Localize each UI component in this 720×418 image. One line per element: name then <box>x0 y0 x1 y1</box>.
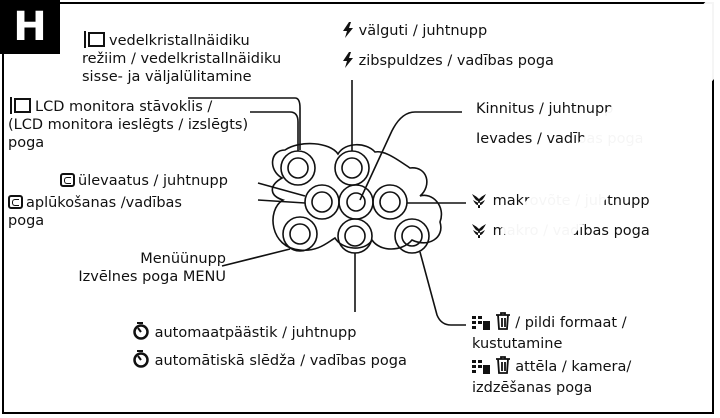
menu-button[interactable] <box>282 216 318 252</box>
lcd-monitor-icon <box>84 31 105 48</box>
flash-icon <box>342 52 354 73</box>
leader-delete <box>419 251 466 326</box>
menu-label: Menüünupp Izvēlnes poga MENU <box>78 251 226 285</box>
flash-icon <box>342 22 354 43</box>
flash-button[interactable] <box>334 150 370 186</box>
flash-label: välguti / juhtnupp <box>342 22 487 43</box>
cluster-outline <box>271 142 443 252</box>
self-timer-icon <box>132 322 150 345</box>
review-label-lv: aplūkošanas /vadības poga <box>8 195 182 229</box>
review-label: ülevaatus / juhtnupp <box>60 172 228 190</box>
image-size-icon <box>472 316 490 335</box>
delete-button[interactable] <box>394 218 430 254</box>
leader-lcd-state <box>250 111 299 151</box>
review-icon <box>8 195 23 209</box>
trash-icon <box>495 356 511 379</box>
delete-label-lv: attēla / kamera/ izdzēšanas poga <box>472 356 631 397</box>
macro-flower-icon <box>470 192 488 213</box>
flash-label-lv: zibspuldzes / vadības poga <box>342 52 554 73</box>
review-button[interactable] <box>304 184 340 220</box>
image-size-icon <box>472 360 490 379</box>
lcd-monitor-icon <box>10 97 31 114</box>
delete-label: / pildi formaat / kustutamine <box>472 312 627 353</box>
macro-button[interactable] <box>372 184 408 220</box>
leader-lcd-mode <box>188 97 301 150</box>
leader-review <box>257 182 306 197</box>
confirm-button[interactable] <box>338 184 374 220</box>
lcd-mode-label: vedelkristallnäidiku režiim / vedelkrist… <box>82 31 282 85</box>
macro-flower-icon <box>470 222 488 243</box>
self-timer-label: automaatpäästik / juhtnupp <box>132 322 356 345</box>
self-timer-icon <box>132 350 150 373</box>
lcd-state-label: LCD monitora stāvoklis / (LCD monitora i… <box>8 97 249 151</box>
review-icon <box>60 173 75 187</box>
diagram-frame <box>2 2 714 414</box>
trash-icon <box>495 312 511 335</box>
leader-menu <box>221 248 291 267</box>
leader-review-2 <box>257 199 306 204</box>
lcd-button[interactable] <box>280 150 316 186</box>
confirm-label: Kinnitus / juhtnupp <box>476 101 614 117</box>
leader-confirm <box>359 111 462 201</box>
section-badge: H <box>0 0 60 54</box>
self-timer-label-lv: automātiskā slēdža / vadības poga <box>132 350 407 373</box>
